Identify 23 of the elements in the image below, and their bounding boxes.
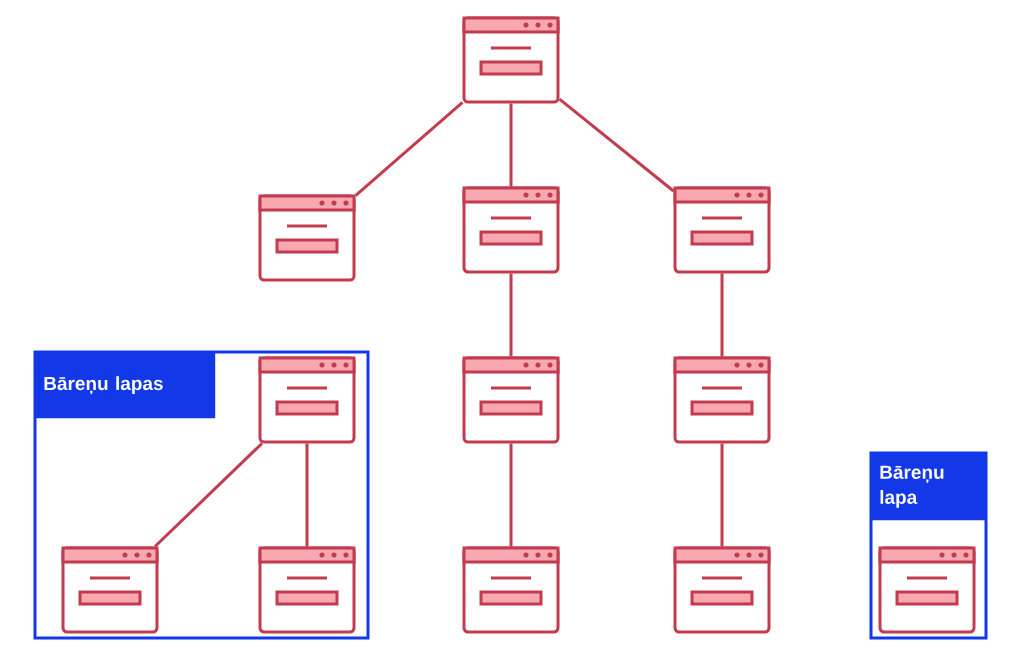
connector-line — [558, 97, 675, 193]
connector-line — [509, 103, 513, 187]
group-heading: Bāreņu lapas — [35, 352, 216, 419]
connector-line — [153, 442, 263, 548]
connector-line — [305, 443, 309, 547]
web-page-icon — [258, 356, 356, 444]
web-page-icon — [61, 546, 159, 634]
web-page-icon — [462, 186, 560, 274]
group-heading: Bāreņu lapa — [871, 453, 987, 521]
connector-line — [720, 443, 724, 547]
web-page-icon — [258, 546, 356, 634]
web-page-icon — [673, 186, 771, 274]
web-page-icon — [673, 356, 771, 444]
connector-line — [720, 273, 724, 357]
web-page-icon — [462, 546, 560, 634]
web-page-icon — [878, 546, 976, 634]
web-page-icon — [462, 356, 560, 444]
web-page-icon — [258, 194, 356, 282]
web-page-icon — [462, 16, 560, 104]
connector-line — [509, 273, 513, 357]
web-page-icon — [673, 546, 771, 634]
connector-line — [354, 101, 464, 197]
connector-line — [509, 443, 513, 547]
